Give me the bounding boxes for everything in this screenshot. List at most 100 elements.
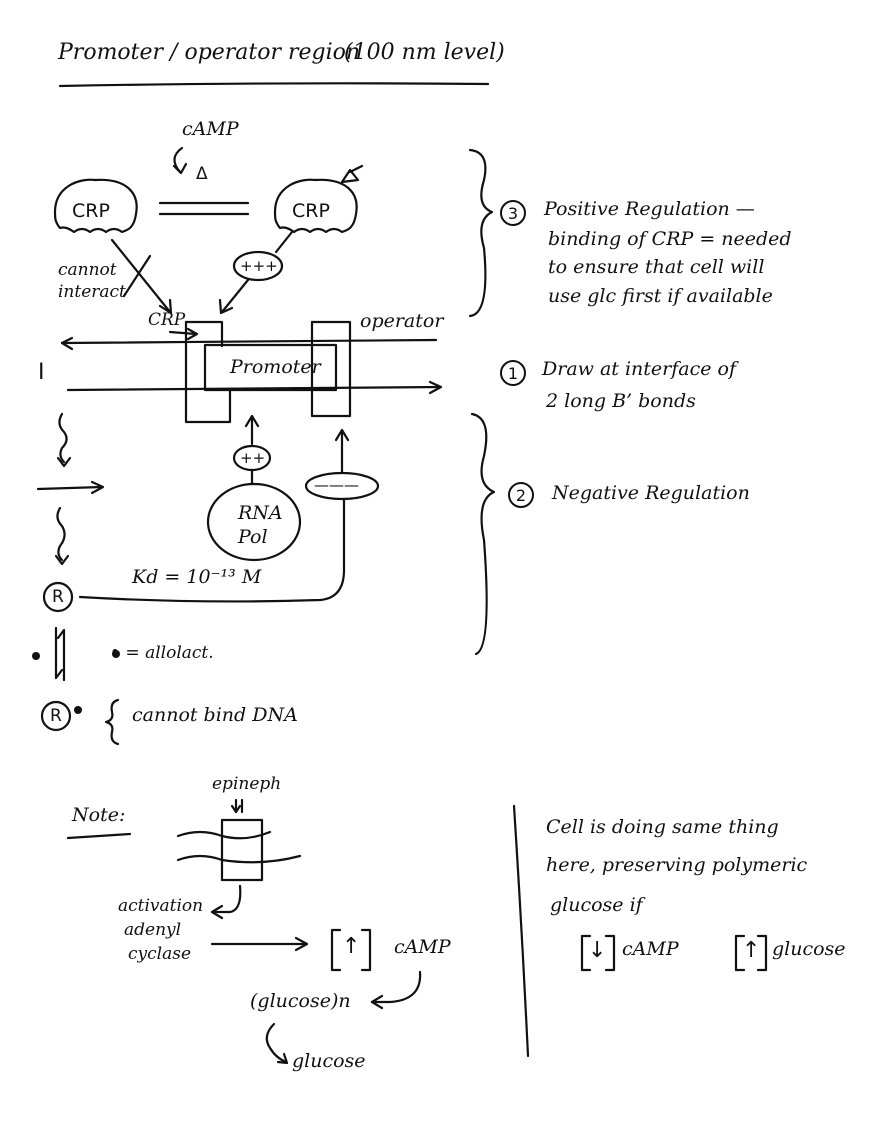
allolactose-legend-dot (112, 650, 120, 658)
transcript-arrow (36, 485, 104, 491)
cell-note-line-1: Cell is doing same thing (546, 816, 779, 838)
dna-bottom-arrowhead (428, 380, 443, 395)
crp-right-blob (273, 178, 358, 234)
cell-note-line-2: here, preserving polymeric (546, 854, 808, 876)
repressor-label: R (52, 587, 64, 607)
dna-top-arrowhead (60, 336, 74, 351)
bracket-left (330, 928, 342, 972)
delta-label: Δ (196, 164, 208, 184)
repressor-line (78, 498, 346, 603)
positive-regulation-line-2: binding of CRP = needed (548, 228, 792, 250)
glucose-label: glucose (292, 1050, 366, 1072)
repressor-arrowhead (334, 428, 350, 442)
repressor-bound-circle (40, 700, 72, 732)
bracket-camp-left (580, 934, 592, 972)
gene-i-label: I (38, 360, 45, 385)
oval-to-crp-site (220, 278, 250, 314)
adenyl-label: adenyl (124, 920, 182, 940)
activation-arrow (210, 884, 242, 914)
harpoon-up (56, 628, 66, 682)
dna-bottom-strand (66, 385, 442, 392)
cannot-interact-label-2: interact (58, 282, 126, 302)
camp-label: cAMP (182, 118, 239, 140)
pol-arrowhead (244, 414, 260, 428)
dna-top-strand (60, 338, 438, 345)
repressor-circle (42, 581, 74, 613)
up-glucose-label: glucose (772, 938, 846, 960)
cannot-interact-label-1: cannot (58, 260, 117, 280)
activation-arrowhead (210, 904, 224, 920)
camp-arrowhead (172, 162, 188, 175)
cannot-bind-brace (104, 698, 120, 746)
camp-to-glucose-arrow (370, 970, 422, 1004)
glycogen-to-glucose-arrow (265, 1022, 288, 1064)
cannot-bind-label: cannot bind DNA (132, 704, 298, 726)
brace-positive (468, 148, 494, 318)
note-label: Note: (72, 804, 126, 826)
page-title: Promoter / operator region (58, 40, 361, 65)
positive-regulation-line-4: use glc first if available (548, 285, 773, 307)
epineph-label: epineph (212, 774, 282, 794)
bracket-right (360, 928, 372, 972)
bracket-glucose-right (756, 934, 768, 972)
epineph-arrows (234, 798, 244, 814)
epineph-arrowhead (230, 804, 242, 814)
crp-left-arrow (110, 238, 172, 314)
up-glucose-arrow-symbol: ↑ (742, 938, 761, 963)
promoter-label: Promoter (230, 356, 321, 378)
membrane-top (176, 830, 272, 840)
camp-bound-triangle (340, 168, 360, 184)
note-number-3: 3 (500, 200, 526, 226)
camp-to-glucose-head (370, 994, 384, 1010)
minus3-label: ——— (314, 476, 359, 494)
squiggle-2 (56, 506, 66, 562)
cell-note-line-3: glucose if (550, 894, 643, 916)
crp-right-label: CRP (292, 200, 330, 222)
rna-pol-circle (206, 482, 302, 562)
receptor-box (220, 818, 264, 882)
plus3-label: +++ (240, 257, 278, 275)
note-underline (66, 832, 132, 840)
draw-at-line-2: 2 long B’ bonds (546, 390, 696, 412)
kd-label: Kd = 10⁻¹³ M (132, 566, 262, 588)
camp-bound-tail (348, 164, 364, 174)
cyclase-arrowhead (294, 936, 309, 952)
oval-arrowhead (218, 298, 234, 315)
crp-site-label: CRP (148, 310, 186, 330)
crp-right-to-oval (274, 230, 294, 254)
allolactose-legend: • = allolact. (110, 643, 214, 663)
allolactose-dot-free (32, 652, 40, 660)
rna-pol-label-1: RNA (238, 502, 283, 524)
glucose-n-label: (glucose)n (250, 990, 351, 1012)
operator-label: operator (360, 310, 444, 332)
down-camp-label: cAMP (622, 938, 679, 960)
cyclase-label: cyclase (128, 944, 192, 964)
crp-site-pointer-head (186, 327, 199, 341)
bottom-divider (512, 804, 530, 1058)
down-arrow-symbol: ↓ (588, 938, 607, 963)
repressor-bound-label: R (50, 706, 62, 726)
membrane-bottom (176, 854, 302, 864)
plus3-oval (232, 250, 284, 282)
note-number-2: 2 (508, 482, 534, 508)
crp-left-arrowhead (158, 298, 173, 315)
crp-site-box (184, 320, 224, 348)
camp-bottom-label: cAMP (394, 936, 451, 958)
crp-left-label: CRP (72, 200, 110, 222)
draw-at-line-1: Draw at interface of (542, 358, 736, 380)
crp-site-pointer (168, 330, 198, 336)
squiggle-2-head (54, 554, 70, 566)
cross-mark (122, 254, 152, 298)
brace-negative (470, 412, 496, 656)
rna-pol-label-2: Pol (238, 526, 268, 548)
bracket-glucose-left (734, 934, 746, 972)
squiggle-1-head (56, 456, 72, 468)
allolactose-dot-bound (74, 706, 82, 714)
crp-left-blob (53, 178, 138, 234)
promoter-box (203, 343, 338, 392)
transcript-arrowhead (90, 480, 105, 495)
glycogen-to-glucose-head (276, 1052, 289, 1065)
negative-regulation-label: Negative Regulation (552, 482, 750, 504)
operator-box (310, 320, 352, 418)
